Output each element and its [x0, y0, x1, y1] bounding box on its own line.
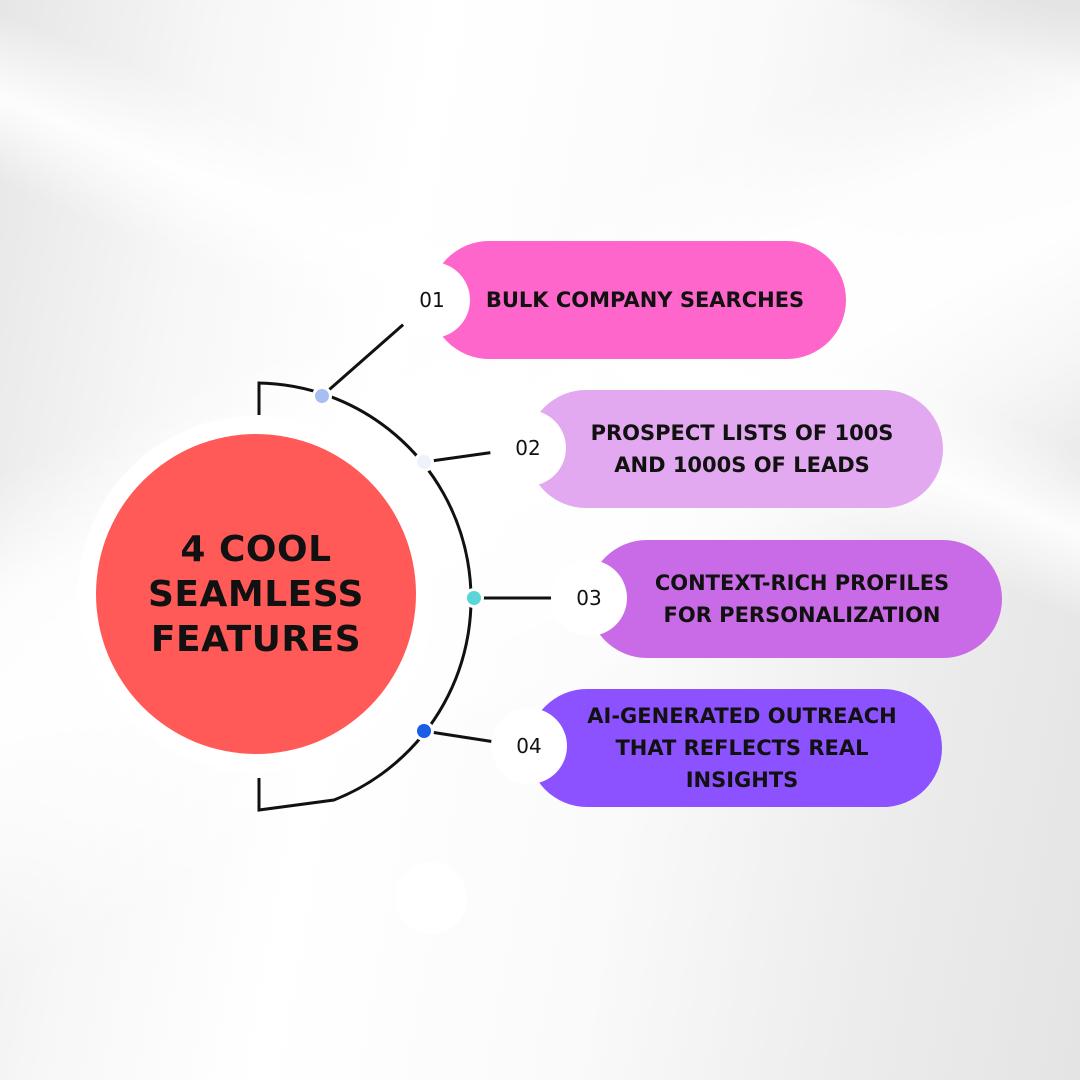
connector-line-02	[423, 450, 496, 464]
feature-label-02: PROSPECT LISTS OF 100S AND 1000S OF LEAD…	[590, 421, 894, 477]
feature-label-04: AI-GENERATED OUTREACH THAT REFLECTS REAL…	[587, 704, 897, 792]
hub-circle: 4 COOL SEAMLESS FEATURES	[96, 434, 416, 754]
feature-number-badge-04: 04	[491, 708, 567, 784]
feature-number-badge-02: 02	[490, 410, 566, 486]
node-dot-03-core	[467, 591, 481, 605]
feature-pill-02: PROSPECT LISTS OF 100S AND 1000S OF LEAD…	[527, 390, 943, 508]
feature-number-01: 01	[419, 288, 445, 312]
node-dot-04-core	[417, 724, 431, 738]
connector-line-01	[321, 321, 406, 398]
feature-label-01: BULK COMPANY SEARCHES	[485, 288, 805, 312]
hub-title: 4 COOL SEAMLESS FEATURES	[148, 528, 364, 660]
feature-pill-03: CONTEXT-RICH PROFILES FOR PERSONALIZATIO…	[588, 540, 1002, 658]
feature-pill-01: BULK COMPANY SEARCHES	[430, 241, 846, 359]
node-dot-02-core	[417, 455, 431, 469]
feature-number-badge-03: 03	[551, 560, 627, 636]
connector-line-04	[423, 729, 496, 744]
feature-number-03: 03	[576, 586, 602, 610]
timeline-arc	[257, 381, 473, 812]
node-dot-01-core	[315, 389, 329, 403]
feature-pill-04: AI-GENERATED OUTREACH THAT REFLECTS REAL…	[528, 689, 942, 807]
feature-number-badge-01: 01	[394, 262, 470, 338]
feature-number-04: 04	[516, 734, 542, 758]
feature-label-03: CONTEXT-RICH PROFILES FOR PERSONALIZATIO…	[654, 571, 950, 627]
feature-number-02: 02	[515, 436, 541, 460]
decorative-white-circle	[395, 862, 467, 934]
